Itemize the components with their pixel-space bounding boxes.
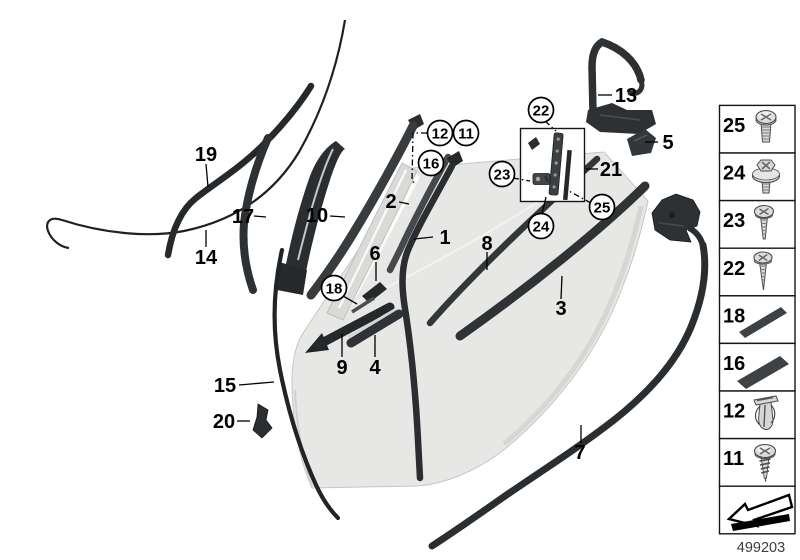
svg-text:16: 16 — [423, 156, 440, 173]
svg-text:11: 11 — [458, 126, 474, 143]
callout-14[interactable]: 14 — [195, 247, 218, 269]
svg-text:25: 25 — [723, 115, 745, 137]
svg-text:24: 24 — [723, 163, 746, 185]
svg-text:22: 22 — [723, 258, 745, 280]
part-9-strip — [305, 302, 395, 353]
callout-10[interactable]: 10 — [306, 205, 328, 227]
legend-item-18: 18 — [718, 295, 796, 345]
part-2-trim-strip — [386, 153, 452, 274]
callout-21[interactable]: 21 — [600, 159, 622, 181]
part-20-bracket — [252, 403, 273, 439]
legend-item-16: 16 — [718, 342, 796, 392]
self-tapping-screw-icon — [753, 204, 775, 240]
callout-8[interactable]: 8 — [481, 233, 492, 255]
callout-2[interactable]: 2 — [385, 191, 396, 213]
svg-text:23: 23 — [494, 167, 511, 184]
legend-item-11: 11 — [718, 437, 796, 487]
svg-text:23: 23 — [723, 210, 745, 232]
part-19-seal-strip — [164, 82, 315, 259]
part-13-hook-seal — [586, 37, 656, 134]
callout-3[interactable]: 3 — [555, 298, 566, 320]
svg-text:11: 11 — [723, 448, 744, 470]
legend-direction-box — [718, 485, 796, 535]
callout-7[interactable]: 7 — [574, 442, 585, 464]
callout-18[interactable]: 18 — [320, 274, 348, 302]
callout-20[interactable]: 20 — [213, 411, 235, 433]
callout-24[interactable]: 24 — [527, 212, 555, 240]
callout-6[interactable]: 6 — [369, 243, 380, 265]
callouts-circled: 12 11 16 18 22 23 24 25 — [320, 96, 616, 302]
svg-text:16: 16 — [723, 353, 745, 375]
callout-13[interactable]: 13 — [615, 85, 637, 107]
part-15-edge-seal — [272, 247, 341, 521]
callout-12[interactable]: 12 — [426, 119, 454, 147]
adhesive-strip-icon — [739, 307, 787, 338]
legend-item-22: 22 — [718, 247, 796, 297]
part-5-clip — [627, 129, 656, 156]
part-4-strip — [346, 307, 404, 348]
part-10-channel-strip — [306, 114, 424, 300]
part-7-door-seal — [428, 193, 709, 550]
detail-clip — [528, 137, 540, 150]
legend-item-24: 24 — [718, 152, 796, 202]
legend-item-25: 25 — [718, 104, 796, 154]
callout-1[interactable]: 1 — [439, 227, 450, 249]
legend-item-12: 12 — [718, 390, 796, 440]
expanding-rivet-icon — [753, 395, 779, 430]
svg-text:18: 18 — [723, 305, 745, 327]
callout-25[interactable]: 25 — [588, 193, 616, 221]
callout-5[interactable]: 5 — [662, 132, 673, 154]
svg-text:22: 22 — [533, 103, 550, 120]
part-17-pillar-trim — [239, 134, 345, 295]
callout-4[interactable]: 4 — [369, 357, 381, 379]
callout-11[interactable]: 11 — [452, 119, 480, 147]
legend-sidebar: 25 24 23 — [718, 104, 796, 556]
part-6-strip — [362, 282, 387, 303]
part-1-guide-rail — [399, 151, 463, 482]
part-18-adhesive-strip — [351, 296, 375, 314]
svg-text:25: 25 — [594, 200, 611, 217]
leader-lines — [205, 94, 658, 443]
detail-inset-box — [519, 127, 586, 203]
screw-with-washer-icon — [751, 159, 781, 194]
callout-9[interactable]: 9 — [336, 357, 347, 379]
callout-17[interactable]: 17 — [232, 206, 254, 228]
callout-16[interactable]: 16 — [417, 149, 445, 177]
detail-clamp — [532, 173, 551, 185]
part-3-belt-strip — [455, 181, 650, 341]
svg-text:12: 12 — [432, 126, 449, 143]
self-tapping-screw-long-icon — [753, 251, 773, 291]
svg-text:12: 12 — [723, 401, 745, 423]
callout-15[interactable]: 15 — [214, 375, 236, 397]
callout-22[interactable]: 22 — [527, 96, 555, 124]
callouts-plain: 19 14 17 10 2 1 6 9 4 8 3 15 20 7 13 5 2… — [195, 85, 674, 464]
window-frame-band — [326, 162, 418, 321]
legend-item-23: 23 — [718, 199, 796, 249]
callout-19[interactable]: 19 — [195, 144, 217, 166]
svg-text:24: 24 — [533, 219, 550, 236]
callout-23[interactable]: 23 — [488, 160, 516, 188]
adhesive-strip-wide-icon — [737, 356, 789, 389]
figure-number: 499203 — [737, 540, 785, 556]
pan-head-screw-icon — [755, 109, 777, 143]
direction-arrow-icon — [726, 493, 794, 531]
round-head-screw-icon — [753, 443, 777, 482]
svg-text:18: 18 — [326, 281, 343, 298]
